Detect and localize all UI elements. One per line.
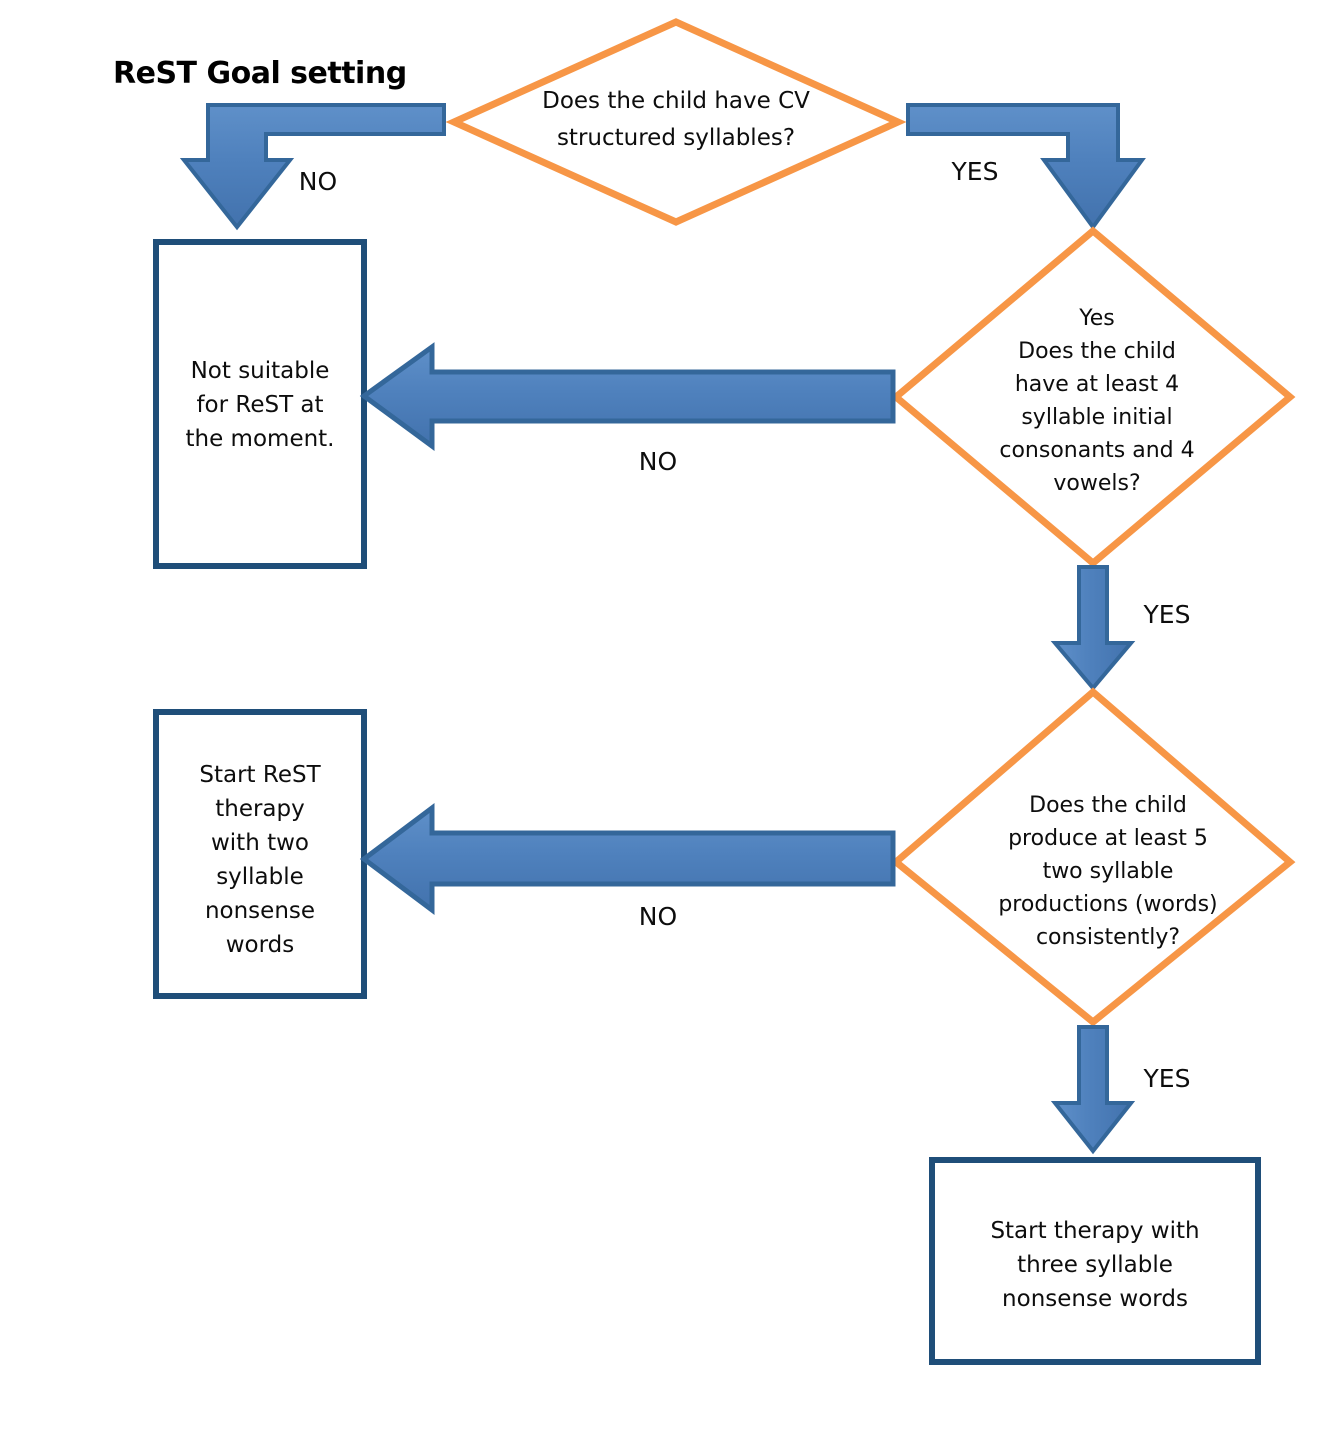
decision-2-line-3: syllable initial: [1021, 405, 1172, 430]
decision-node-3: Does the child produce at least 5 two sy…: [890, 687, 1296, 1027]
outcome-node-2: Start ReST therapy with two syllable non…: [153, 709, 367, 999]
decision-3-line-1: produce at least 5: [1008, 826, 1208, 851]
edge-decision3-no-label: NO: [639, 902, 677, 931]
decision-1-line-0: Does the child have CV: [542, 88, 810, 114]
decision-2-line-5: vowels?: [1053, 471, 1140, 496]
edge-decision2-no-label: NO: [639, 447, 677, 476]
edge-decision1-yes-label: YES: [951, 157, 999, 186]
decision-3-line-2: two syllable: [1043, 859, 1174, 884]
edge-decision1-no-arrow: [179, 103, 446, 231]
decision-3-line-4: consistently?: [1036, 925, 1180, 950]
decision-3-diamond: [890, 687, 1296, 1027]
decision-2-line-1: Does the child: [1018, 339, 1176, 364]
outcome-2-box: [153, 709, 367, 999]
outcome-3-box: [929, 1157, 1261, 1365]
outcome-2-line-0: Start ReST: [199, 762, 321, 788]
decision-1-line-1: structured syllables?: [557, 125, 795, 151]
decision-2-diamond: [890, 226, 1296, 568]
outcome-2-line-3: syllable: [216, 864, 304, 890]
page-title: ReST Goal setting: [113, 56, 407, 91]
outcome-2-line-4: nonsense: [205, 898, 315, 924]
edge-decision3-yes-arrow: [1050, 1025, 1136, 1155]
outcome-2-line-1: therapy: [215, 796, 305, 822]
decision-3-line-0: Does the child: [1029, 793, 1187, 818]
edge-decision3-yes: YES: [1050, 1025, 1191, 1155]
outcome-2-line-5: words: [226, 932, 295, 958]
edge-decision1-yes: YES: [906, 103, 1146, 231]
outcome-1-line-0: Not suitable: [191, 358, 330, 384]
edge-decision1-yes-arrow: [906, 103, 1146, 231]
edge-decision3-yes-label: YES: [1143, 1064, 1191, 1093]
outcome-2-line-2: with two: [211, 830, 309, 856]
outcome-1-line-2: the moment.: [186, 426, 335, 452]
edge-decision2-yes: YES: [1050, 565, 1191, 692]
decision-2-line-0: Yes: [1078, 306, 1115, 331]
outcome-1-box: [153, 239, 367, 569]
decision-node-2: Yes Does the child have at least 4 sylla…: [890, 226, 1296, 568]
decision-2-line-2: have at least 4: [1015, 372, 1179, 397]
edge-decision3-no-arrow: [359, 803, 896, 915]
edge-decision3-no: NO: [359, 803, 896, 931]
outcome-3-line-2: nonsense words: [1002, 1286, 1188, 1312]
edge-decision2-yes-arrow: [1050, 565, 1136, 692]
edge-decision2-yes-label: YES: [1143, 600, 1191, 629]
edge-decision1-no-label: NO: [299, 167, 337, 196]
outcome-3-line-0: Start therapy with: [990, 1218, 1199, 1244]
decision-1-diamond: [445, 18, 907, 226]
edge-decision2-no: NO: [359, 342, 896, 476]
decision-3-line-3: productions (words): [998, 892, 1217, 917]
decision-node-1: Does the child have CV structured syllab…: [445, 18, 907, 226]
outcome-node-1: Not suitable for ReST at the moment.: [153, 239, 367, 569]
outcome-node-3: Start therapy with three syllable nonsen…: [929, 1157, 1261, 1365]
edge-decision2-no-arrow: [359, 342, 896, 451]
outcome-1-line-1: for ReST at: [196, 392, 323, 418]
decision-2-line-4: consonants and 4: [999, 438, 1194, 463]
edge-decision1-no: NO: [179, 103, 446, 231]
outcome-3-line-1: three syllable: [1017, 1252, 1173, 1278]
